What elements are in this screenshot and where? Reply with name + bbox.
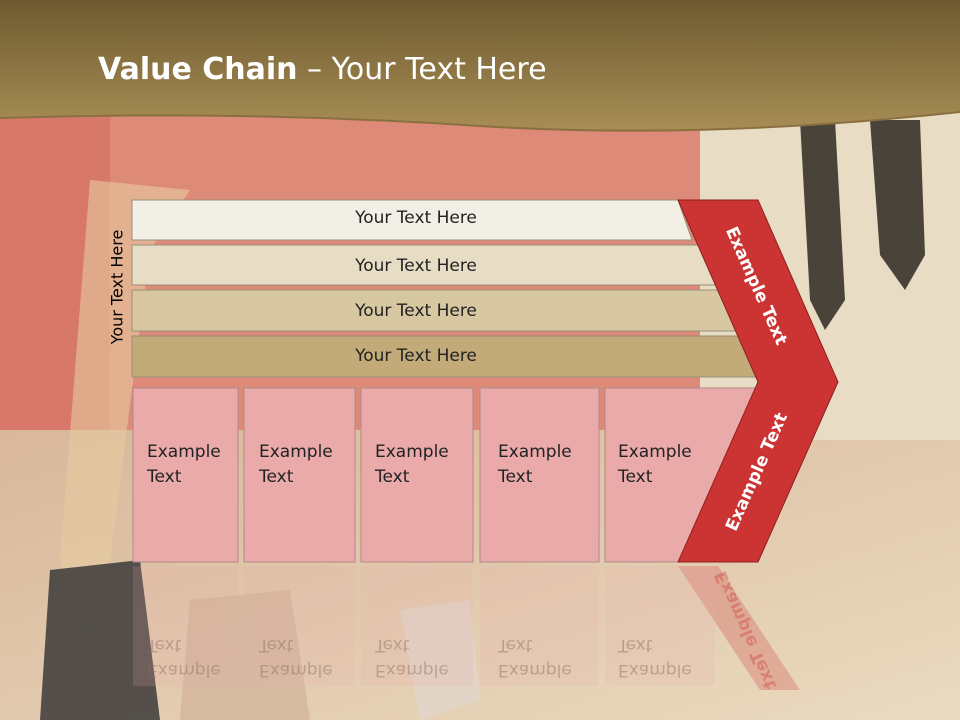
box-label-5-line1: Example (618, 442, 692, 462)
row-label-2: Your Text Here (355, 256, 477, 276)
row-bar-1 (131, 199, 693, 241)
reflection-line1: Example (147, 660, 221, 680)
title-rest: – Your Text Here (297, 52, 547, 87)
reflection-line1: Example (618, 660, 692, 680)
box-reflection-1 (133, 566, 238, 686)
box-reflection-4 (480, 566, 599, 686)
box-reflection-label-3: Example Text (375, 632, 465, 682)
box-label-5-line2: Text (618, 467, 653, 487)
reflection-line2: Text (375, 635, 410, 655)
box-label-4-line2: Text (498, 467, 533, 487)
row-label-1: Your Text Here (355, 208, 477, 228)
box-label-1-line1: Example (147, 442, 221, 462)
box-reflection-label-1: Example Text (147, 632, 237, 682)
box-reflection-3 (361, 566, 473, 686)
reflection-line2: Text (498, 635, 533, 655)
box-label-5: Example Text (618, 440, 708, 490)
row-label-3: Your Text Here (355, 301, 477, 321)
reflection-line2: Text (147, 635, 182, 655)
chevron-reflection (678, 566, 800, 690)
box-label-3-line1: Example (375, 442, 449, 462)
activity-box-1 (132, 387, 239, 563)
title-bold: Value Chain (98, 52, 298, 87)
activity-box-3 (360, 387, 474, 563)
reflection-line1: Example (498, 660, 572, 680)
activity-box-2 (243, 387, 356, 563)
box-reflection-label-5: Example Text (618, 632, 708, 682)
box-reflection-5 (605, 566, 715, 686)
box-label-1-line2: Text (147, 467, 182, 487)
box-label-2-line1: Example (259, 442, 333, 462)
reflection-line1: Example (375, 660, 449, 680)
box-label-4-line1: Example (498, 442, 572, 462)
activity-box-4 (479, 387, 600, 563)
box-reflection-label-2: Example Text (259, 632, 349, 682)
box-reflection-label-4: Example Text (498, 632, 588, 682)
page-title: Value Chain – Your Text Here (98, 52, 547, 87)
box-label-4: Example Text (498, 440, 588, 490)
reflection-line2: Text (618, 635, 653, 655)
reflection-line1: Example (259, 660, 333, 680)
row-label-4: Your Text Here (355, 346, 477, 366)
box-label-3-line2: Text (375, 467, 410, 487)
chevron-arrow (677, 199, 839, 563)
box-reflection-2 (244, 566, 355, 686)
reflection-line2: Text (259, 635, 294, 655)
box-label-1: Example Text (147, 440, 237, 490)
box-label-3: Example Text (375, 440, 465, 490)
box-label-2-line2: Text (259, 467, 294, 487)
box-label-2: Example Text (259, 440, 349, 490)
